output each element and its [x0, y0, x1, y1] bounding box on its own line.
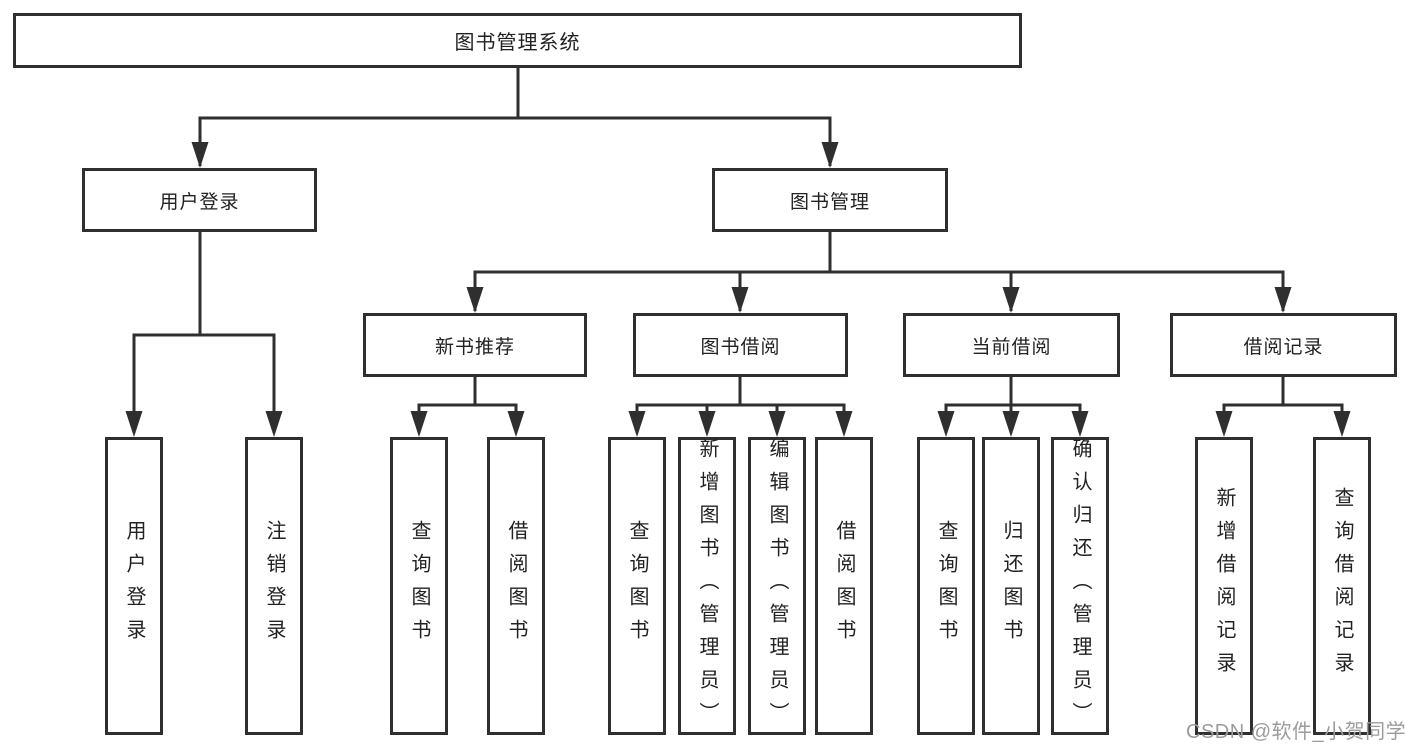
- node-new-book-recommend-label: 新书推荐: [434, 336, 515, 358]
- leaf-query-books-3-label: 查询图书: [935, 520, 957, 652]
- node-root-label: 图书管理系统: [454, 32, 581, 54]
- node-user-login: 用户登录: [82, 168, 317, 232]
- node-new-book-recommend: 新书推荐: [363, 313, 587, 377]
- node-book-management: 图书管理: [712, 168, 948, 232]
- node-current-borrowing-label: 当前借阅: [971, 336, 1052, 358]
- node-book-management-label: 图书管理: [789, 191, 870, 213]
- leaf-user-login: 用户登录: [105, 437, 163, 735]
- node-user-login-label: 用户登录: [159, 191, 240, 213]
- leaf-add-borrow-record: 新增借阅记录: [1195, 437, 1253, 735]
- connector-book-borrow: [635, 377, 846, 433]
- leaf-borrow-books-2-label: 借阅图书: [833, 520, 855, 652]
- leaf-query-books-1-label: 查询图书: [408, 520, 430, 652]
- leaf-add-books-admin: 新增图书（管理员）: [678, 437, 736, 735]
- leaf-borrow-books-1: 借阅图书: [487, 437, 545, 735]
- leaf-add-books-admin-label: 新增图书（管理员）: [696, 437, 718, 735]
- connector-book-management: [473, 232, 1285, 311]
- leaf-edit-books-admin: 编辑图书（管理员）: [748, 437, 806, 735]
- node-book-borrowing-label: 图书借阅: [700, 336, 781, 358]
- leaf-edit-books-admin-label: 编辑图书（管理员）: [766, 437, 788, 735]
- leaf-return-books: 归还图书: [982, 437, 1040, 735]
- leaf-user-login-label: 用户登录: [123, 520, 145, 652]
- node-book-borrowing: 图书借阅: [633, 313, 848, 377]
- arrowheads: [125, 142, 1351, 437]
- leaf-query-books-3: 查询图书: [917, 437, 975, 735]
- node-borrowing-records: 借阅记录: [1170, 313, 1397, 377]
- leaf-logout: 注销登录: [245, 437, 303, 735]
- connector-user-login: [132, 232, 276, 433]
- leaf-confirm-return-admin: 确认归还（管理员）: [1051, 437, 1109, 735]
- connector-root: [198, 68, 832, 166]
- csdn-watermark: CSDN @软件_小贺同学: [1186, 721, 1405, 743]
- node-root: 图书管理系统: [13, 13, 1022, 68]
- connector-borrow-records: [1222, 377, 1344, 433]
- leaf-borrow-books-2: 借阅图书: [815, 437, 873, 735]
- leaf-query-borrow-record: 查询借阅记录: [1313, 437, 1371, 735]
- leaf-return-books-label: 归还图书: [1000, 520, 1022, 652]
- node-current-borrowing: 当前借阅: [903, 313, 1120, 377]
- connector-new-book: [417, 377, 518, 433]
- leaf-query-books-2-label: 查询图书: [626, 520, 648, 652]
- leaf-logout-label: 注销登录: [263, 520, 285, 652]
- leaf-confirm-return-admin-label: 确认归还（管理员）: [1069, 437, 1091, 735]
- leaf-add-borrow-record-label: 新增借阅记录: [1213, 487, 1235, 685]
- leaf-query-books-2: 查询图书: [608, 437, 666, 735]
- leaf-query-books-1: 查询图书: [390, 437, 448, 735]
- leaf-borrow-books-1-label: 借阅图书: [505, 520, 527, 652]
- leaf-query-borrow-record-label: 查询借阅记录: [1331, 487, 1353, 685]
- node-borrowing-records-label: 借阅记录: [1243, 336, 1324, 358]
